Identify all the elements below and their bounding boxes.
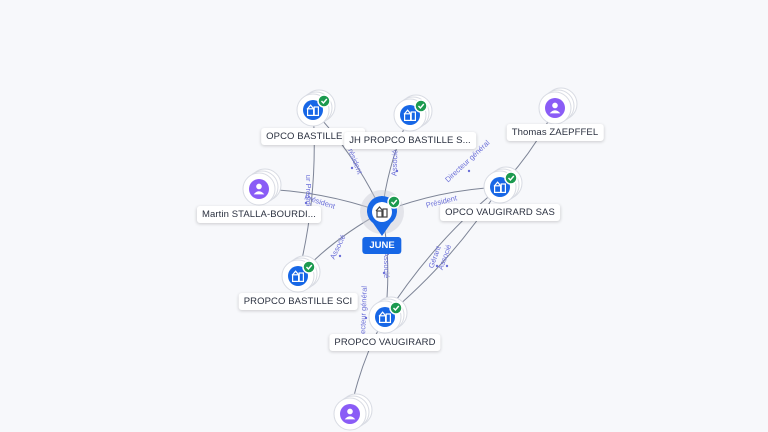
building-icon — [306, 104, 320, 117]
center-node-label[interactable]: JUNE — [362, 237, 402, 254]
node-bottom-person[interactable] — [333, 393, 373, 431]
building-icon — [291, 270, 305, 282]
edge-label: ecteur général — [358, 285, 369, 334]
person-icon — [549, 102, 561, 114]
node-thomas[interactable] — [538, 87, 578, 125]
node-label-thomas[interactable]: Thomas ZAEPFFEL — [506, 124, 604, 141]
edge-arrow — [382, 271, 386, 275]
node-label-jh-propco[interactable]: JH PROPCO BASTILLE S... — [344, 132, 476, 149]
verified-check-icon — [414, 99, 428, 113]
building-icon — [403, 109, 417, 122]
nodes-layer — [242, 87, 578, 431]
verified-check-icon — [317, 94, 331, 108]
node-martin[interactable] — [242, 168, 282, 206]
edge-label: Associé — [382, 252, 391, 278]
building-icon — [378, 311, 392, 323]
node-label-propco-bastille[interactable]: PROPCO BASTILLE SCI — [238, 293, 358, 310]
edge-label: Associé — [328, 233, 348, 261]
node-label-martin[interactable]: Martin STALLA-BOURDI... — [196, 206, 322, 223]
node-label-propco-vaugirard[interactable]: PROPCO VAUGIRARD — [329, 334, 441, 351]
edge-arrow — [435, 264, 439, 268]
verified-check-icon — [504, 171, 518, 185]
edge-arrow — [467, 169, 471, 173]
edge-arrow — [338, 254, 342, 258]
node-opco-vaugirard[interactable] — [483, 166, 523, 204]
node-label-opco-bastille[interactable]: OPCO BASTILLE S... — [261, 128, 365, 145]
node-jh-propco[interactable] — [393, 94, 433, 132]
verified-check-icon — [387, 195, 401, 209]
edge-label: ur Président — [304, 175, 313, 216]
edge-arrow — [304, 201, 308, 205]
person-icon — [253, 183, 265, 195]
node-opco-bastille[interactable] — [296, 89, 336, 127]
edge-arrow — [364, 316, 368, 320]
verified-check-icon — [302, 260, 316, 274]
building-icon — [493, 181, 507, 194]
edge-label: Associé — [390, 150, 400, 177]
edge-arrow — [395, 169, 399, 173]
node-center[interactable] — [360, 190, 404, 236]
edge-arrow — [445, 264, 449, 268]
edge-arrow — [350, 166, 354, 170]
verified-check-icon — [389, 301, 403, 315]
building-icon — [375, 206, 388, 218]
node-propco-bastille[interactable] — [281, 255, 321, 293]
node-label-opco-vaugirard[interactable]: OPCO VAUGIRARD SAS — [440, 204, 560, 221]
person-icon — [344, 408, 356, 420]
node-propco-vaugirard[interactable] — [368, 296, 408, 334]
